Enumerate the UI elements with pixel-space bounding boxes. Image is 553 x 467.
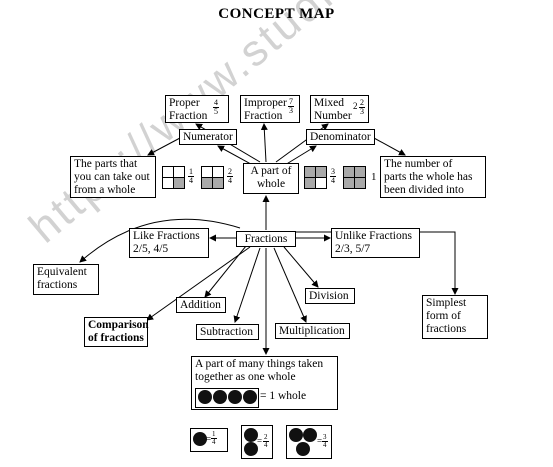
one-whole-label: = 1 whole — [260, 390, 307, 402]
fractions-box: Fractions — [236, 231, 296, 247]
addition-box: Addition — [176, 297, 226, 313]
division-box: Division — [305, 288, 355, 304]
four-dots-model — [195, 388, 259, 408]
subtraction-box: Subtraction — [196, 324, 259, 340]
multiplication-box: Multiplication — [275, 323, 350, 339]
whole-label: 1 — [371, 171, 377, 183]
page-title: CONCEPT MAP — [218, 6, 335, 22]
mixed-number-whole: 2 — [353, 101, 358, 111]
denominator-box: Denominator — [306, 129, 375, 145]
numerator-box: Numerator — [179, 129, 237, 145]
